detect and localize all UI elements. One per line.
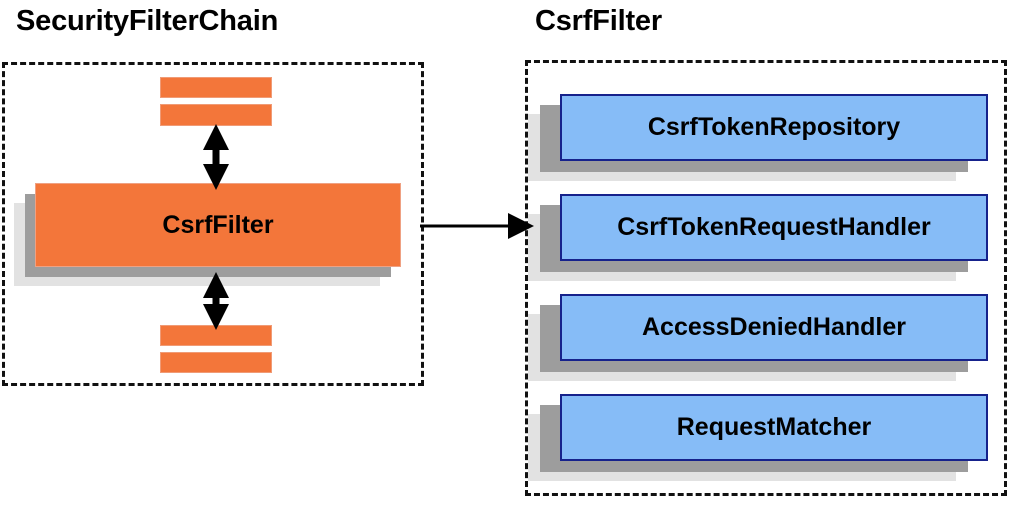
node-collaborator[interactable]: CsrfTokenRequestHandler [560,194,988,261]
arrow-expand-to-csrf-filter-detail [420,213,534,239]
node-collaborator[interactable]: CsrfTokenRepository [560,94,988,161]
panel-security-filter-chain [2,62,424,386]
filter-stub-bar-bottom-1 [160,325,272,346]
filter-stub-bar-top-1 [160,77,272,98]
panel-title-security-filter-chain: SecurityFilterChain [16,5,279,37]
panel-title-csrf-filter: CsrfFilter [535,5,662,37]
node-collaborator[interactable]: AccessDeniedHandler [560,294,988,361]
node-collaborator[interactable]: RequestMatcher [560,394,988,461]
node-csrf-filter[interactable]: CsrfFilter [35,183,401,267]
filter-stub-bar-top-2 [160,104,272,126]
panel-csrf-filter [525,60,1007,496]
filter-stub-bar-bottom-2 [160,352,272,373]
